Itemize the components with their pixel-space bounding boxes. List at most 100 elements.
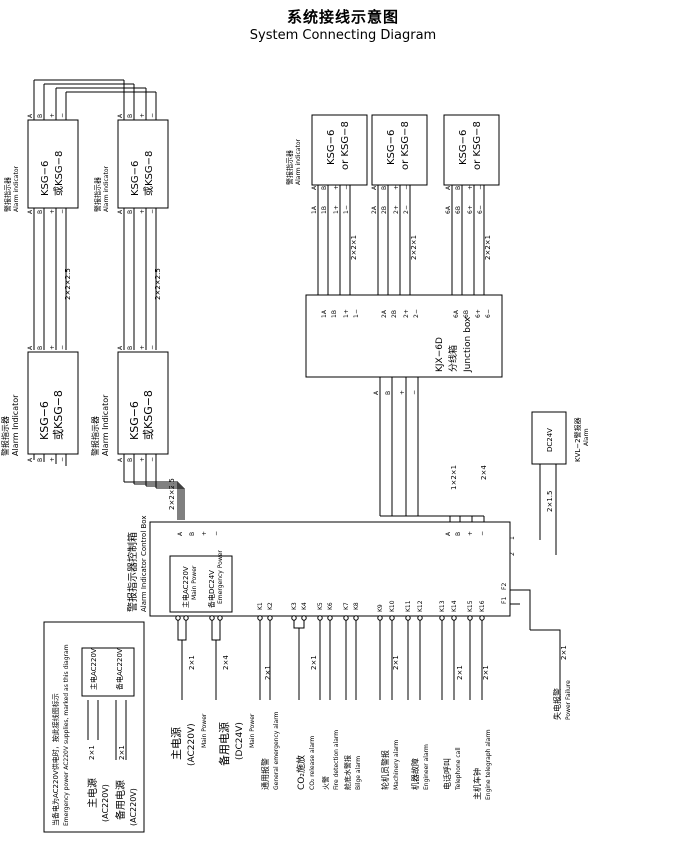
svg-text:K7: K7 [343, 602, 350, 610]
power-standby-dc: 备电DC24V [207, 570, 216, 608]
svg-text:−: − [343, 185, 350, 190]
svg-text:−: − [59, 345, 66, 350]
svg-text:2×1: 2×1 [560, 645, 568, 660]
svg-text:K14: K14 [451, 600, 458, 612]
svg-text:KSG−6: KSG−6 [458, 130, 469, 165]
svg-text:6−: 6− [485, 309, 492, 318]
indicator-br-model-a: KSG−6 [128, 401, 141, 440]
input-leads: 2×1 2×4 2×1 2×1 2×1 2×1 2×1 2×1 [175, 589, 568, 700]
indicator-box-r3 [443, 114, 500, 186]
svg-text:+: + [139, 345, 146, 350]
svg-text:B: B [127, 346, 134, 350]
svg-text:2×2×1: 2×2×1 [484, 235, 492, 260]
svg-text:通用报警: 通用报警 [260, 758, 270, 790]
note-box: 当备电为AC220V供电时，按此接线图标示 Emergency power AC… [43, 621, 145, 833]
junction-label-cn: 分线箱 [447, 345, 459, 372]
svg-text:6A: 6A [453, 309, 460, 318]
svg-text:−: − [149, 209, 156, 214]
svg-text:6A: 6A [445, 205, 452, 214]
svg-text:or KSG−8: or KSG−8 [340, 121, 351, 170]
svg-text:General emergency alarm: General emergency alarm [273, 711, 280, 790]
svg-text:K12: K12 [417, 600, 424, 612]
svg-text:−: − [149, 457, 156, 462]
svg-text:备用电源: 备用电源 [114, 780, 127, 820]
svg-text:−: − [479, 531, 486, 536]
svg-text:CO₂ release alarm: CO₂ release alarm [309, 736, 316, 790]
svg-text:2B: 2B [391, 310, 398, 318]
page-subtitle: System Connecting Diagram [249, 28, 437, 43]
svg-text:K3: K3 [291, 602, 298, 610]
indicator-bl-model-a: KSG−6 [38, 401, 51, 440]
control-box-title-en: Alarm Indicator Control Box [140, 515, 148, 612]
svg-text:6B: 6B [455, 206, 462, 214]
svg-text:B: B [127, 210, 134, 214]
svg-text:2−: 2− [403, 205, 410, 214]
svg-text:2×1: 2×1 [88, 745, 96, 760]
svg-text:+: + [49, 345, 56, 350]
svg-text:2×1: 2×1 [264, 665, 272, 680]
note-title-cn: 当备电为AC220V供电时，按此接线图标示 [51, 693, 60, 826]
svg-text:2+: 2+ [403, 309, 410, 318]
svg-text:(AC220V): (AC220V) [187, 723, 197, 766]
svg-text:2×4: 2×4 [480, 465, 488, 480]
svg-text:+: + [139, 457, 146, 462]
svg-text:A: A [117, 345, 124, 350]
svg-text:A: A [311, 185, 318, 190]
svg-text:B: B [189, 532, 196, 536]
svg-text:Power Failure: Power Failure [565, 680, 572, 720]
indicator-r-label-en: Alarm indicator [295, 138, 302, 185]
power-source-labels: 主电源 (AC220V) Main Power 备用电源 (DC24V) Mai… [169, 713, 256, 766]
svg-text:A: A [371, 185, 378, 190]
svg-text:K9: K9 [377, 604, 384, 612]
svg-text:舱底水警报: 舱底水警报 [343, 755, 352, 790]
svg-text:−: − [213, 531, 220, 536]
svg-text:K5: K5 [317, 602, 324, 610]
svg-text:1+: 1+ [343, 309, 350, 318]
svg-text:K1: K1 [257, 602, 264, 610]
svg-text:2×1: 2×1 [482, 665, 490, 680]
svg-text:1: 1 [509, 536, 516, 540]
svg-text:B: B [37, 114, 44, 118]
svg-text:电话呼叫: 电话呼叫 [442, 758, 452, 790]
left-indicators: 警报指示器 Alarm indicator KSG−6 或KSG−8 警报指示器… [0, 79, 185, 520]
cable-left-c: 2×2×2.5 [168, 478, 176, 510]
svg-text:or KSG−8: or KSG−8 [472, 121, 483, 170]
svg-text:Engine telegraph alarm: Engine telegraph alarm [485, 729, 492, 800]
svg-text:主电源: 主电源 [86, 778, 99, 808]
svg-text:B: B [381, 186, 388, 190]
svg-text:Machinery alarm: Machinery alarm [393, 740, 400, 790]
svg-text:K6: K6 [327, 602, 334, 610]
svg-text:A: A [117, 113, 124, 118]
svg-text:F2: F2 [501, 583, 508, 590]
indicator-tr-label-en: Alarm indicator [103, 165, 110, 212]
page-title: 系统接线示意图 [286, 8, 399, 26]
svg-text:2×1: 2×1 [118, 745, 126, 760]
indicator-box-bl [27, 351, 79, 455]
indicator-tl-model-b: 或KSG−8 [53, 151, 65, 196]
svg-text:Main Power: Main Power [249, 713, 256, 748]
indicator-bl-label-en: Alarm Indicator [11, 394, 20, 456]
svg-text:B: B [455, 532, 462, 536]
svg-text:1A: 1A [321, 309, 328, 318]
svg-text:−: − [59, 113, 66, 118]
right-indicators: 警报指示器 Alarm indicator KSG−6 or KSG−8 KSG… [285, 114, 500, 295]
svg-text:2A: 2A [371, 205, 378, 214]
svg-text:A: A [373, 390, 380, 395]
svg-text:K11: K11 [405, 600, 412, 612]
svg-text:2×2×1: 2×2×1 [410, 235, 418, 260]
svg-text:1A: 1A [311, 205, 318, 214]
svg-text:6B: 6B [463, 310, 470, 318]
svg-text:−: − [149, 345, 156, 350]
svg-text:2−: 2− [413, 309, 420, 318]
svg-text:K15: K15 [467, 600, 474, 612]
indicator-box-tr [117, 119, 169, 209]
indicator-tl-label-cn: 警报指示器 [3, 177, 12, 212]
input-terminal-labels: K1 K2 K3 K4 K5 K6 K7 K8 K9 K10 K11 K12 K… [257, 600, 486, 612]
svg-text:F1: F1 [501, 597, 508, 604]
svg-text:2×2×1: 2×2×1 [350, 235, 358, 260]
svg-text:−: − [411, 390, 418, 395]
indicator-bl-model-b: 或KSG−8 [52, 390, 65, 440]
note-title-en: Emergency power AC220V supplies, marked … [63, 644, 70, 826]
svg-text:A: A [27, 345, 34, 350]
